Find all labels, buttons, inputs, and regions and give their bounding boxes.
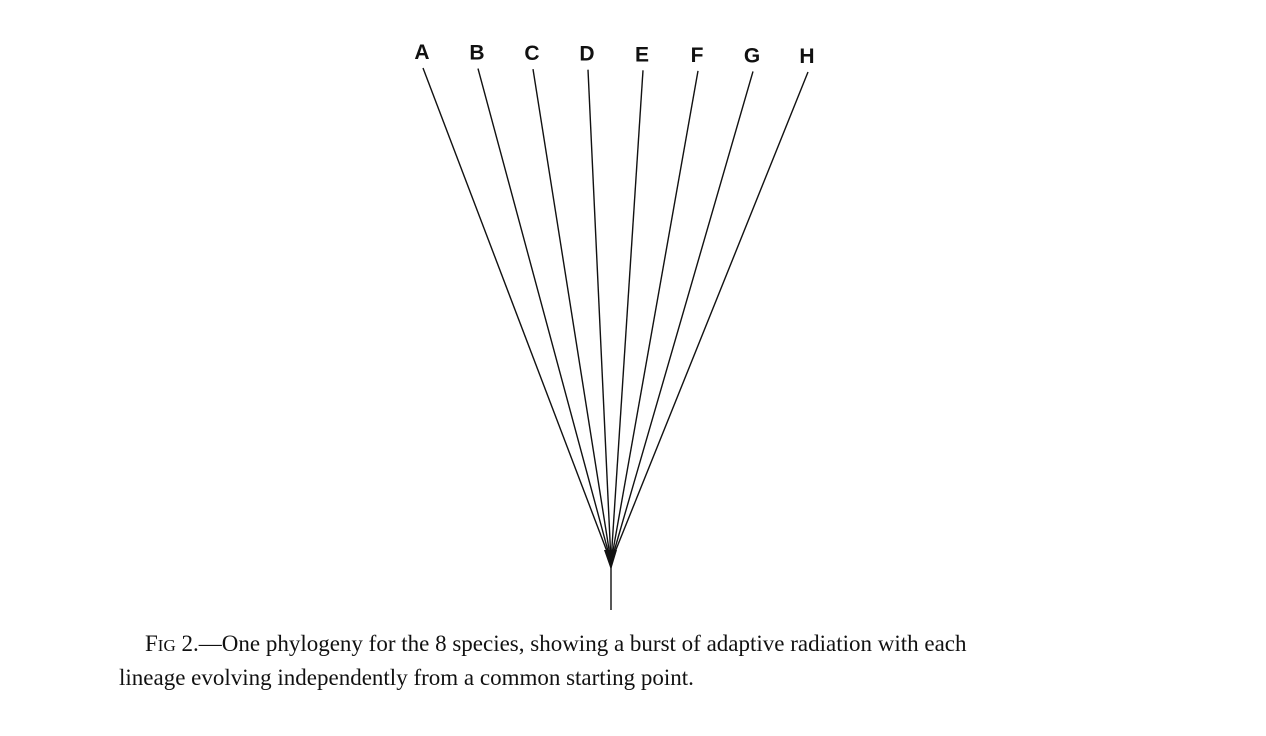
- branch-f: [610, 70, 699, 563]
- branch-a: [422, 67, 612, 563]
- figure-label: FIG 2.: [145, 631, 199, 656]
- caption-line-2: lineage evolving independently from a co…: [119, 665, 694, 690]
- tip-label-g: G: [744, 44, 760, 67]
- tip-label-d: D: [579, 43, 594, 66]
- branch-b: [477, 68, 612, 563]
- tip-label-e: E: [635, 43, 649, 66]
- branch-lines: [422, 67, 809, 563]
- tip-label-c: C: [524, 42, 539, 65]
- branch-g: [610, 71, 754, 563]
- tip-label-h: H: [799, 45, 814, 68]
- caption-text-1: —One phylogeny for the 8 species, showin…: [198, 631, 967, 656]
- branch-c: [532, 69, 612, 563]
- figure-number: 2.: [175, 631, 199, 656]
- tip-label-b: B: [469, 42, 484, 65]
- figure-label-initial: F: [145, 631, 158, 656]
- figure-caption: FIG 2.—One phylogeny for the 8 species, …: [119, 628, 1129, 694]
- figure-label-rest: IG: [157, 636, 176, 655]
- tip-label-a: A: [414, 41, 429, 64]
- branch-e: [610, 70, 644, 563]
- tip-label-f: F: [691, 44, 704, 67]
- caption-line-1: FIG 2.—One phylogeny for the 8 species, …: [119, 628, 1129, 662]
- branch-d: [587, 69, 612, 563]
- tip-labels: A B C D E F G H: [414, 41, 814, 68]
- branch-h: [610, 71, 809, 563]
